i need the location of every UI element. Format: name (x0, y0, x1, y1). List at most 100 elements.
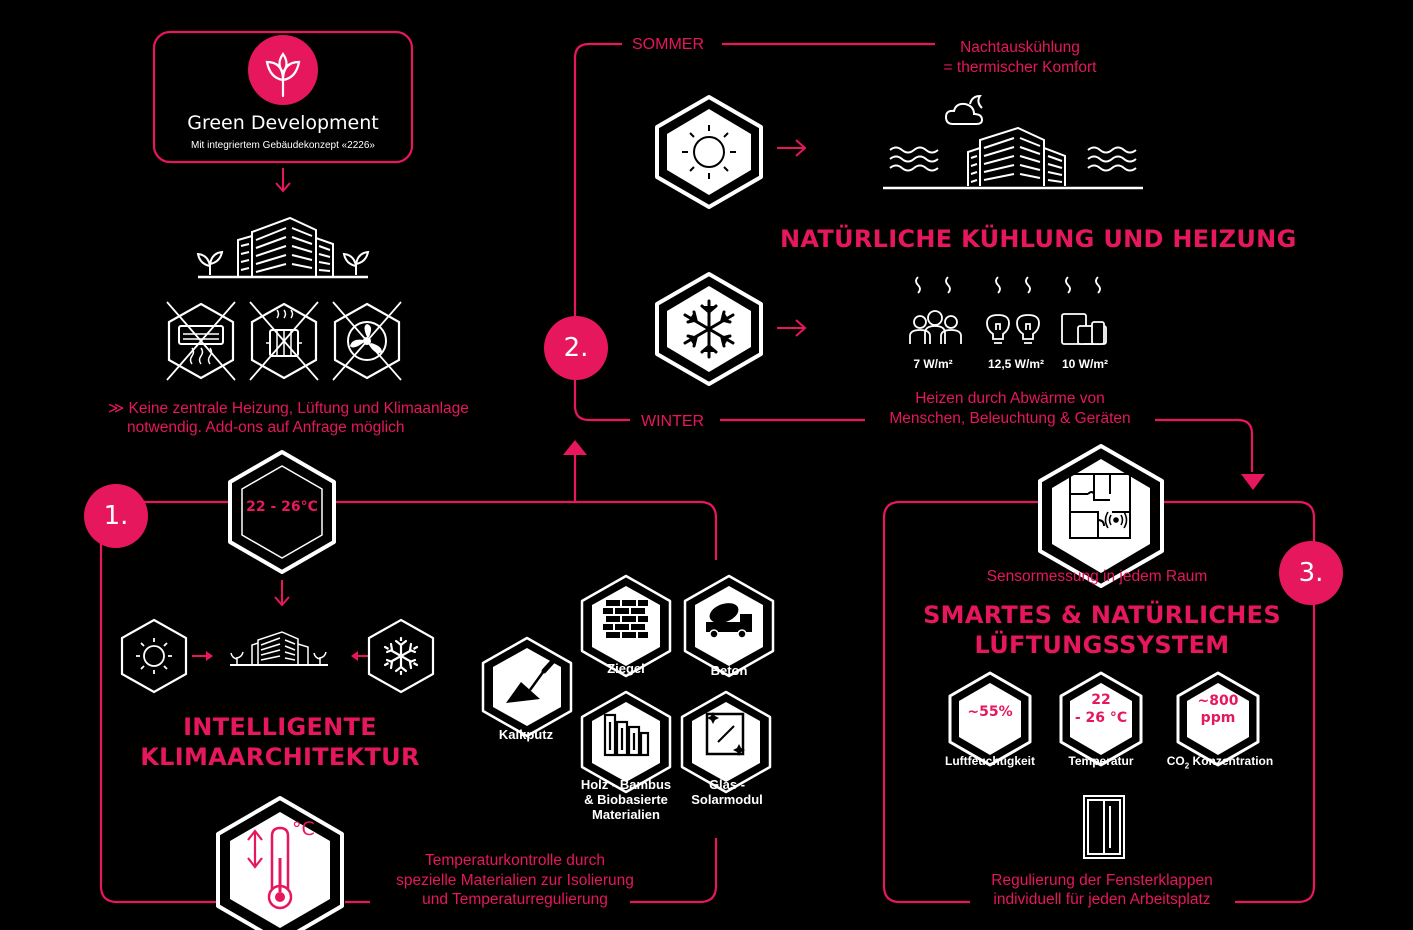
wood-icon (580, 690, 672, 794)
material-label-kalkputz: Kalkputz (498, 727, 554, 742)
glass-icon (680, 690, 772, 794)
window-icon (1083, 795, 1125, 859)
section3-frame-top (1164, 500, 1316, 546)
top-title: Green Development (187, 112, 379, 134)
humidity-label: Luftfeuchtigkeit (945, 754, 1035, 768)
section2-frame-top-left (573, 42, 622, 330)
arrow-down-icon (1241, 474, 1265, 490)
temp-range-value: 22 - 26°C (246, 499, 318, 515)
arrow-right-icon (206, 651, 213, 661)
step-badge-1: 1. (84, 484, 148, 548)
label-sommer: SOMMER (632, 36, 704, 53)
co2-label: CO2 Konzentration (1150, 754, 1290, 773)
snowflake-icon (367, 618, 435, 694)
sensor-icon (1104, 511, 1128, 529)
line-to-step3 (1155, 418, 1254, 472)
building-icon (198, 216, 368, 279)
brick-icon (580, 574, 672, 678)
co2-hexagon (1176, 671, 1260, 767)
building-icon (883, 126, 1143, 190)
cooling-note-line2: = thermischer Komfort (943, 59, 1097, 76)
leaf-icon (248, 35, 318, 105)
humidity-value: ~55% (967, 704, 1013, 720)
arrow-left-icon (351, 651, 358, 661)
hvac-note-line1: ≫ Keine zentrale Heizung, Lüftung und Kl… (108, 400, 469, 417)
window-note-line1: Regulierung der Fensterklappen (991, 872, 1213, 889)
section1-desc-line2: spezielle Materialien zur Isolierung (396, 872, 634, 889)
label-winter: WINTER (641, 413, 705, 430)
step-badge-2: 2. (544, 316, 608, 380)
trowel-icon (481, 636, 573, 738)
building-icon (230, 631, 328, 666)
top-box-frame (152, 30, 414, 164)
heating-note-line2: Menschen, Beleuchtung & Geräten (889, 410, 1131, 427)
heat-light-value: 12,5 W/m² (987, 357, 1044, 371)
section1-desc-line3: und Temperaturregulierung (422, 891, 608, 908)
material-label-holz-2: & Biobasierte (584, 792, 668, 807)
temperature-value-line2: - 26 °C (1074, 710, 1128, 726)
co2-value-line2: ppm (1200, 710, 1236, 726)
thermo-unit: °C (292, 818, 315, 840)
temperature-label: Temperatur (1068, 754, 1134, 768)
hvac-note-line2: notwendig. Add-ons auf Anfrage möglich (127, 419, 405, 436)
top-subtitle: Mit integriertem Gebäudekonzept «2226» (190, 140, 375, 151)
cloud-moon-icon (944, 94, 984, 125)
material-label-glas-1: Glas - (708, 777, 746, 792)
section2-frame-bottom-left (573, 372, 630, 422)
plant-icon (342, 250, 370, 275)
material-label-ziegel: Ziegel (607, 661, 645, 676)
material-label-beton: Beton (710, 663, 748, 678)
section2-title: NATÜRLICHE KÜHLUNG UND HEIZUNG (780, 225, 1297, 253)
arrow-right-icon (777, 319, 807, 337)
wave-icon (889, 146, 939, 172)
section3-title-line2: LÜFTUNGSSYSTEM (974, 631, 1230, 659)
co2-label-sub: 2 (1184, 761, 1190, 771)
material-label-holz-3: Materialien (592, 807, 660, 822)
people-icon (909, 310, 962, 344)
section1-frame-top-right (333, 500, 718, 560)
fan-icon (332, 301, 402, 381)
connector-lines (99, 30, 1316, 904)
plant-icon (196, 250, 224, 275)
radiator-icon (249, 301, 319, 381)
sun-icon (655, 95, 763, 209)
arrow-right-icon (777, 139, 807, 157)
section1-title-line1: INTELLIGENTE (183, 713, 377, 741)
snowflake-icon (655, 272, 763, 386)
heating-note-line1: Heizen durch Abwärme von (915, 390, 1105, 407)
temperature-hexagon (1059, 671, 1143, 767)
section3-frame-right (1235, 600, 1316, 904)
material-label-holz-1: Holz - Bambus (580, 777, 672, 792)
heat-devices-value: 10 W/m² (1061, 357, 1108, 371)
arrow-down-icon (275, 168, 291, 193)
bulb-icon (986, 314, 1040, 344)
thermometer-icon (216, 796, 344, 930)
floorplan-icon (1038, 444, 1164, 588)
co2-value-line1: ~800 (1197, 693, 1239, 709)
wave-icon (1087, 146, 1137, 172)
temperature-range-hexagon (228, 450, 336, 574)
co2-label-co: CO (1166, 754, 1185, 768)
section1-frame-left (99, 500, 232, 904)
section1-frame-right-bottom (630, 838, 718, 904)
section1-title-line2: KLIMAARCHITEKTUR (140, 743, 420, 771)
humidity-hexagon (948, 671, 1032, 767)
sensor-note: Sensormessung in jedem Raum (986, 568, 1208, 585)
heat-people-value: 7 W/m² (913, 357, 953, 371)
arrow-down-icon (274, 580, 290, 607)
material-label-glas-2: Solarmodul (691, 792, 763, 807)
ac-icon (166, 301, 236, 381)
temperature-value-line1: 22 (1091, 692, 1111, 708)
section3-title-line1: SMARTES & NATÜRLICHES (923, 601, 1281, 629)
window-note-line2: individuell für jeden Arbeitsplatz (993, 891, 1211, 908)
heat-icon (915, 276, 1101, 294)
co2-label-text: Konzentration (1189, 754, 1274, 768)
arrow-up-icon (563, 440, 587, 455)
sun-icon (120, 618, 188, 694)
devices-icon (1061, 313, 1107, 345)
section3-frame-left (882, 500, 1040, 904)
concrete-mixer-icon (683, 574, 775, 678)
section1-desc-line1: Temperaturkontrolle durch (424, 852, 606, 869)
